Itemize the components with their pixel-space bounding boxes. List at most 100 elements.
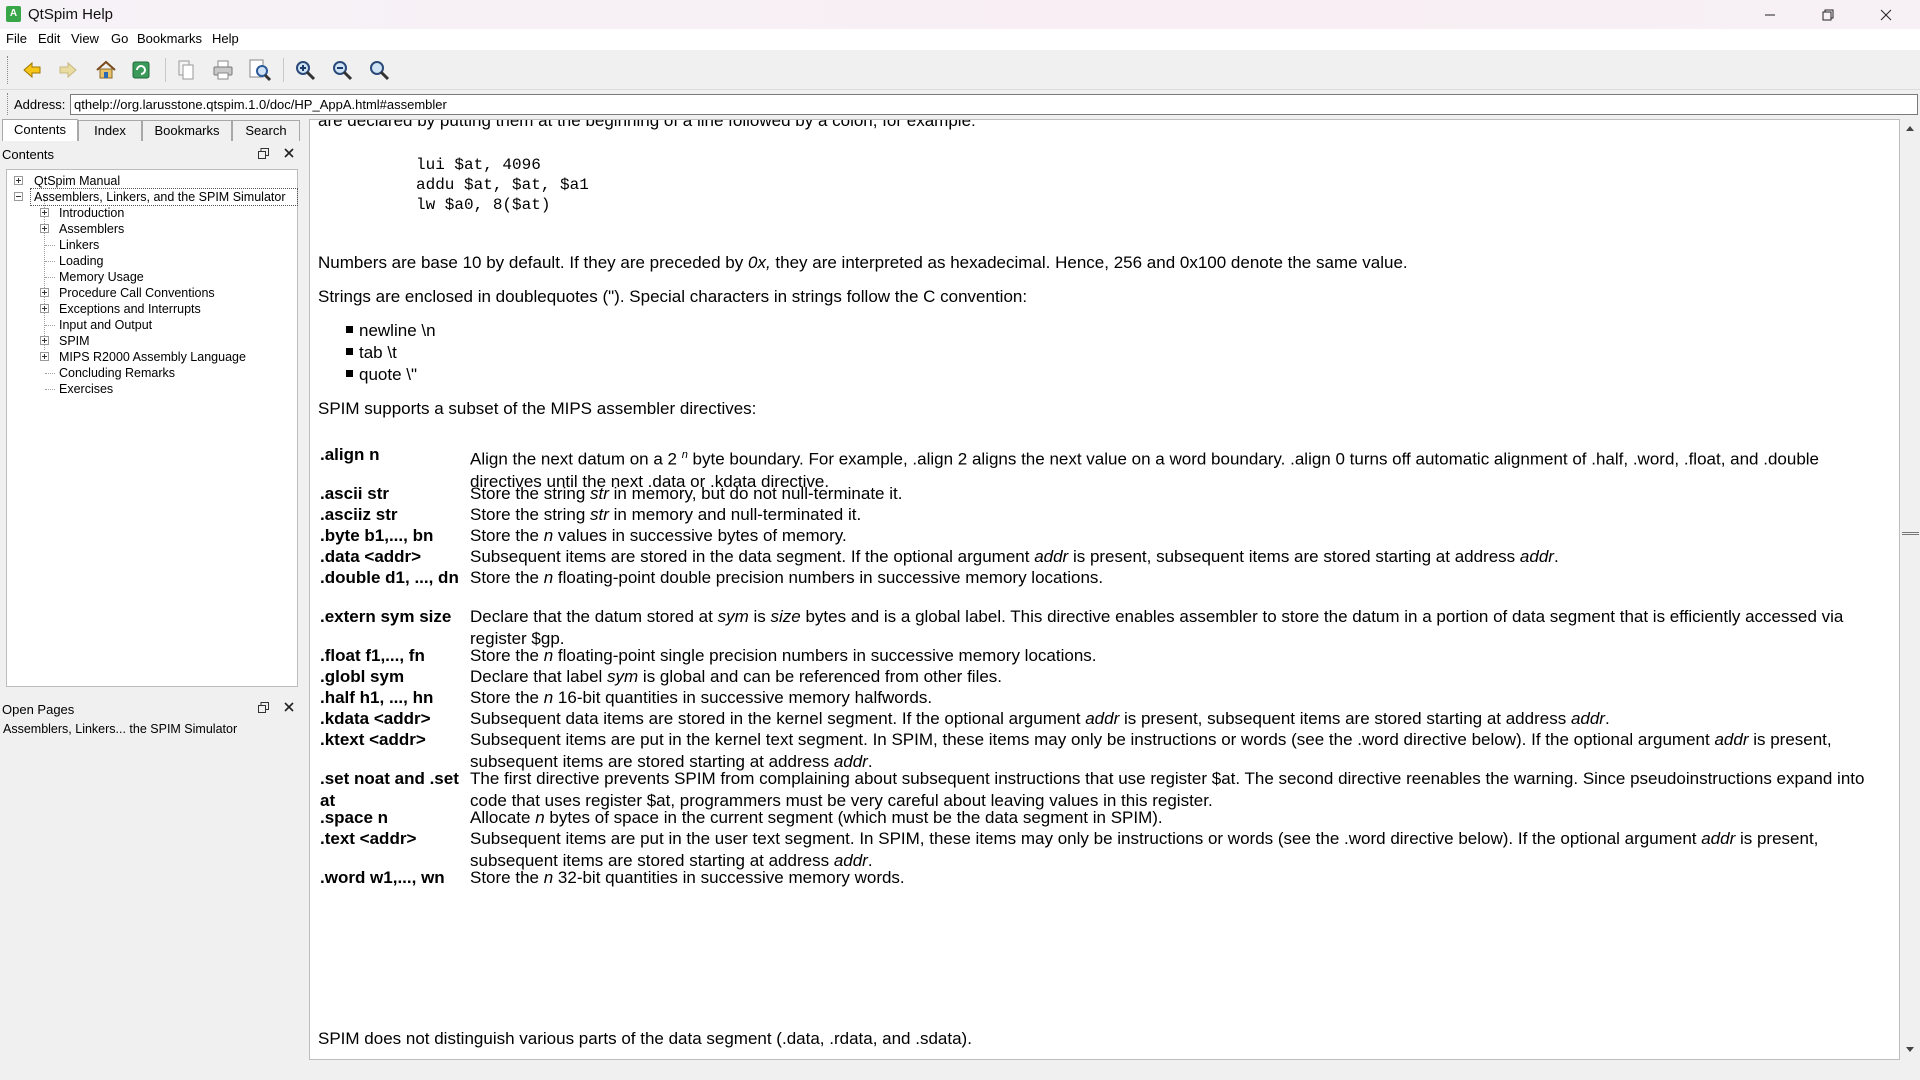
back-icon [23, 61, 41, 79]
closing-paragraph: SPIM does not distinguish various parts … [318, 1029, 972, 1048]
menu-go[interactable]: Go [111, 31, 129, 46]
tab-bookmarks[interactable]: Bookmarks [142, 120, 232, 141]
minimize-button[interactable] [1741, 0, 1799, 29]
app-icon: A [6, 6, 21, 22]
expand-icon[interactable] [40, 288, 49, 297]
tab-search[interactable]: Search [232, 120, 300, 141]
vertical-scrollbar[interactable] [1900, 119, 1920, 1060]
zoom-reset-button[interactable] [364, 55, 394, 85]
toolbar-grip[interactable] [7, 56, 9, 84]
tree-item-exercises[interactable]: Exercises [7, 381, 297, 397]
tab-index[interactable]: Index [78, 120, 142, 141]
open-pages-float-button[interactable] [255, 699, 271, 715]
list-item: quote \" [346, 365, 417, 385]
address-grip[interactable] [7, 93, 9, 115]
zoom-out-button[interactable] [327, 55, 357, 85]
tree-item-spim[interactable]: SPIM [7, 333, 297, 349]
expand-icon[interactable] [40, 352, 49, 361]
menu-help[interactable]: Help [212, 31, 239, 46]
directive-name: .byte b1,..., bn [320, 526, 434, 545]
contents-float-button[interactable] [255, 145, 271, 161]
expand-icon[interactable] [40, 224, 49, 233]
tree-item-linkers[interactable]: Linkers [7, 237, 297, 253]
print-button[interactable] [208, 55, 238, 85]
directive-name: .ascii str [320, 484, 389, 503]
directive-description: Store the string str in memory and null-… [470, 505, 862, 524]
tab-contents[interactable]: Contents [2, 119, 78, 141]
expand-icon[interactable] [14, 176, 23, 185]
tree-item-assemblers[interactable]: Assemblers [7, 221, 297, 237]
forward-button[interactable] [53, 55, 83, 85]
directive-name: .globl sym [320, 667, 405, 686]
tree-item-concluding-remarks[interactable]: Concluding Remarks [7, 365, 297, 381]
directive-name: .text <addr> [320, 829, 417, 848]
title-bar: A QtSpim Help [0, 0, 1920, 29]
tree-item-exceptions-interrupts[interactable]: Exceptions and Interrupts [7, 301, 297, 317]
collapse-icon[interactable] [14, 192, 23, 201]
menu-file[interactable]: File [6, 31, 27, 46]
tree-item-procedure-call-conventions[interactable]: Procedure Call Conventions [7, 285, 297, 301]
close-button[interactable] [1857, 0, 1915, 29]
open-page-item[interactable]: Assemblers, Linkers... the SPIM Simulato… [3, 722, 238, 736]
window-title: QtSpim Help [28, 6, 114, 23]
directive-name: .double d1, ..., dn [320, 568, 459, 587]
tree-item-assemblers-linkers-spim[interactable]: Assemblers, Linkers, and the SPIM Simula… [14, 188, 298, 206]
list-item: tab \t [346, 343, 397, 363]
directive-description: Allocate n bytes of space in the current… [470, 808, 1163, 827]
cut-off-paragraph: are declared by putting them at the begi… [318, 119, 976, 130]
restore-icon [1822, 9, 1834, 20]
code-line: lui $at, 4096 [416, 156, 541, 174]
open-pages-list[interactable]: Assemblers, Linkers... the SPIM Simulato… [0, 720, 300, 1060]
scroll-thumb[interactable] [1902, 532, 1919, 535]
directive-description: Subsequent items are put in the user tex… [470, 829, 1819, 870]
tree-item-mips-assembly[interactable]: MIPS R2000 Assembly Language [7, 349, 297, 365]
zoom-reset-icon [370, 61, 390, 81]
directive-description: Declare that label sym is global and can… [470, 667, 1003, 686]
directive-description: Subsequent items are stored in the data … [470, 547, 1559, 566]
sync-icon [132, 61, 150, 79]
copy-button[interactable] [171, 55, 201, 85]
expand-icon[interactable] [40, 208, 49, 217]
address-input[interactable] [70, 94, 1918, 115]
directive-name: .float f1,..., fn [320, 646, 425, 665]
directive-description: Store the string str in memory, but do n… [470, 484, 903, 503]
directive-description: Store the n 32-bit quantities in success… [470, 868, 905, 887]
home-button[interactable] [91, 55, 121, 85]
directive-name: .extern sym size [320, 607, 452, 626]
toolbar-separator [165, 58, 166, 82]
help-content-view[interactable]: are declared by putting them at the begi… [309, 119, 1900, 1060]
contents-close-button[interactable] [281, 145, 297, 161]
menu-bar: File Edit View Go Bookmarks Help [0, 29, 1920, 50]
float-icon [257, 701, 269, 713]
tree-connector [45, 373, 55, 374]
back-button[interactable] [17, 55, 47, 85]
menu-view[interactable]: View [71, 31, 99, 46]
tree-item-memory-usage[interactable]: Memory Usage [7, 269, 297, 285]
scroll-up-button[interactable] [1903, 121, 1917, 135]
tree-connector [45, 277, 55, 278]
tree-item-qtspim-manual[interactable]: QtSpim Manual [7, 173, 297, 189]
sync-button[interactable] [126, 55, 156, 85]
restore-button[interactable] [1799, 0, 1857, 29]
directive-name: .asciiz str [320, 505, 398, 524]
tree-connector [45, 325, 55, 326]
panel-splitter[interactable] [302, 119, 309, 1060]
expand-icon[interactable] [40, 304, 49, 313]
contents-dock-title: Contents [2, 147, 55, 162]
zoom-in-icon [296, 61, 316, 81]
status-bar [0, 1060, 1920, 1080]
menu-edit[interactable]: Edit [38, 31, 61, 46]
zoom-in-button[interactable] [290, 55, 320, 85]
open-pages-close-button[interactable] [281, 699, 297, 715]
tree-item-introduction[interactable]: Introduction [7, 205, 297, 221]
expand-icon[interactable] [40, 336, 49, 345]
scroll-down-button[interactable] [1903, 1043, 1917, 1057]
tree-item-loading[interactable]: Loading [7, 253, 297, 269]
forward-icon [59, 61, 77, 79]
print-icon [213, 60, 233, 80]
menu-bookmarks[interactable]: Bookmarks [137, 31, 203, 46]
tree-item-input-output[interactable]: Input and Output [7, 317, 297, 333]
find-button[interactable] [245, 55, 275, 85]
find-icon [249, 59, 272, 82]
contents-tree[interactable]: QtSpim Manual Assemblers, Linkers, and t… [6, 169, 298, 687]
